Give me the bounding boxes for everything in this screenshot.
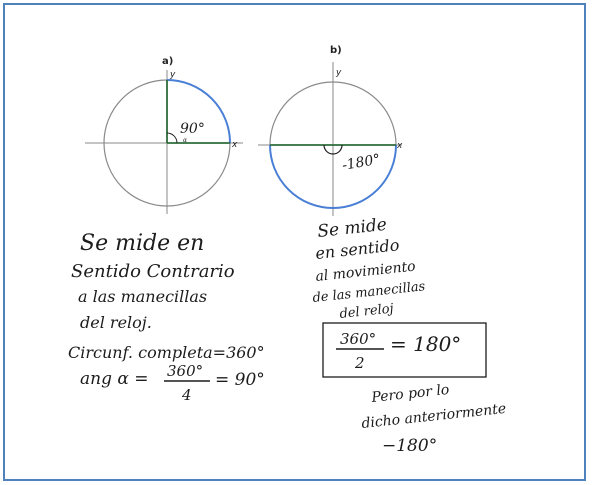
panel-a-y-label: y [169,70,176,80]
formula-a-prefix: ang α = [80,369,149,389]
content-frame [3,3,586,481]
panel-b-angle-label: -180° [341,152,382,174]
panel-a-label: a) [162,56,173,67]
footer-b-line-3: −180° [382,436,437,456]
panel-a-angle-arc [166,79,231,144]
panel-a-angle-mark [166,132,178,144]
note-b-line-5: del reloj [339,301,395,322]
note-a-line-3: a las manecillas [78,287,207,306]
formula-b-numerator: 360° [340,330,376,348]
formula-a-numerator: 360° [167,362,203,380]
panel-a-alpha-label: α [183,137,187,144]
panel-a-x-label: x [231,140,238,150]
panel-b-y-label: y [335,68,342,78]
note-a-line-5: Circunf. completa=360° [68,343,265,362]
note-a-line-2: Sentido Contrario [71,261,235,282]
panel-b-label: b) [330,45,342,56]
panel-b-angle-arc [269,144,397,209]
note-a-line-4: del reloj. [80,313,152,332]
panel-a-angle-label: 90° [180,121,205,137]
footer-b-line-1: Pero por lo [370,382,450,406]
formula-b-result: = 180° [390,332,461,356]
panel-b-x-label: x [396,141,403,151]
formula-a-denominator: 4 [181,386,192,404]
panel-b-angle-mark [323,144,343,155]
formula-a-result: = 90° [215,370,265,390]
formula-b-denominator: 2 [354,354,365,372]
footer-b-line-2: dicho anteriormente [361,401,507,432]
formula-b-box [322,322,487,378]
note-a-line-1: Se mide en [80,231,204,256]
